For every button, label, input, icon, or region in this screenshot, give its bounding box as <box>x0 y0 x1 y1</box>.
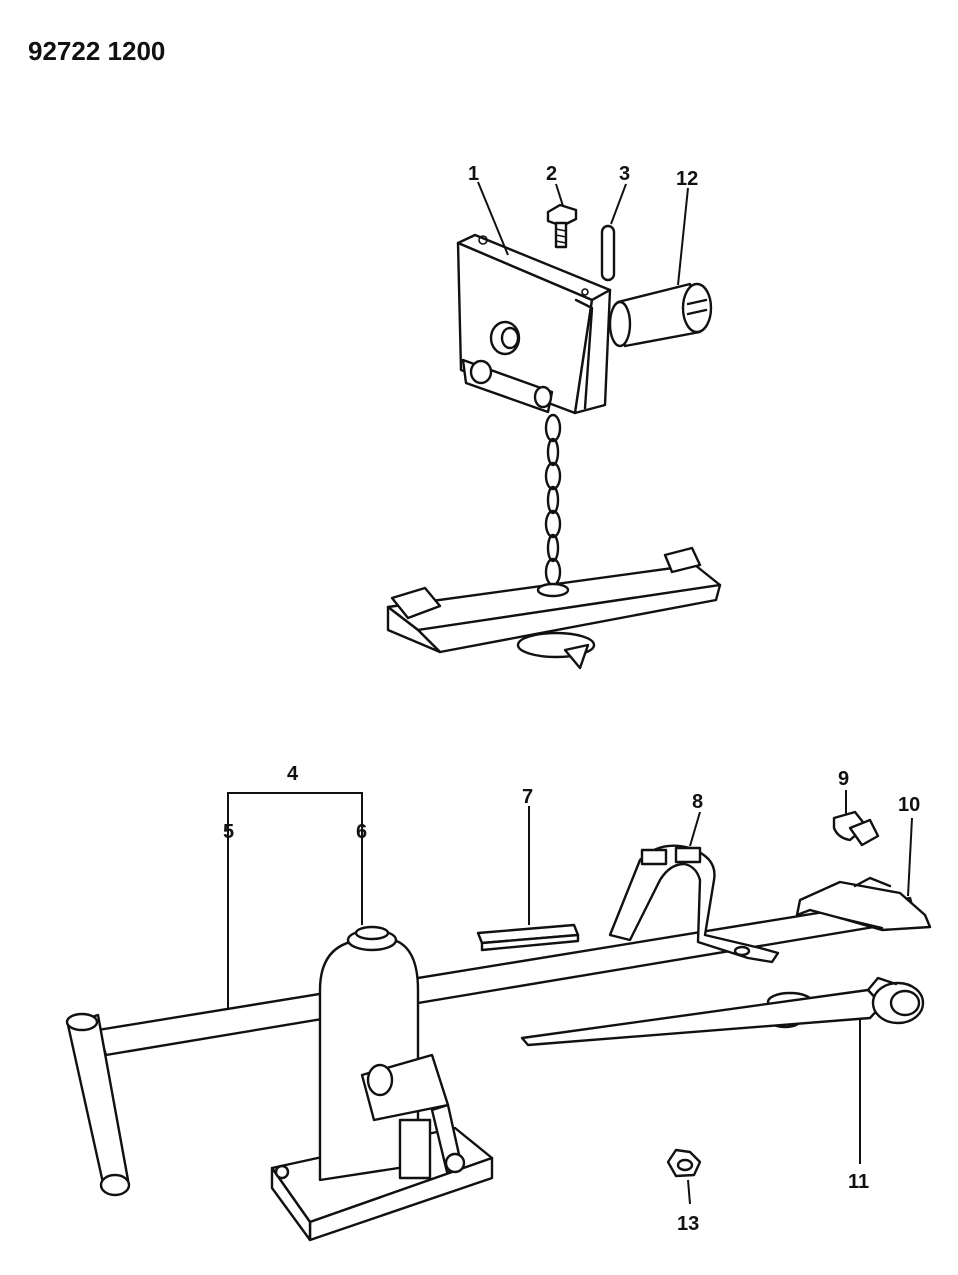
pad <box>476 923 580 952</box>
callout-3: 3 <box>619 163 630 185</box>
jack-group-bracket <box>227 792 363 1020</box>
wing-nut <box>666 1148 702 1178</box>
lug-wrench <box>520 976 925 1047</box>
bracket <box>795 876 932 932</box>
pin <box>600 224 616 282</box>
callout-5: 5 <box>223 821 234 843</box>
callout-8: 8 <box>692 791 703 813</box>
callout-7: 7 <box>522 786 533 808</box>
callout-2: 2 <box>546 163 557 185</box>
callout-4: 4 <box>287 763 299 785</box>
callout-13: 13 <box>677 1213 699 1235</box>
callout-6: 6 <box>356 821 367 843</box>
winch-housing <box>456 233 612 415</box>
callout-11: 11 <box>848 1171 869 1193</box>
clip <box>832 810 880 847</box>
callout-9: 9 <box>838 768 849 790</box>
drawing-number: 92722 1200 <box>28 36 165 66</box>
tire-carrier-assembly <box>386 203 722 670</box>
winch-shaft-tube <box>608 282 713 348</box>
jack-holder-bracket <box>608 844 780 964</box>
retainer-bar <box>386 546 722 670</box>
callout-10: 10 <box>898 794 920 816</box>
callout-labels: 1 2 3 12 4 5 6 7 8 9 10 11 13 <box>223 163 920 1235</box>
leader-lines <box>477 181 913 1205</box>
chain <box>544 413 562 587</box>
bolt <box>546 203 578 249</box>
callout-12: 12 <box>676 168 698 190</box>
callout-1: 1 <box>468 163 479 185</box>
bottle-jack <box>270 925 494 1242</box>
